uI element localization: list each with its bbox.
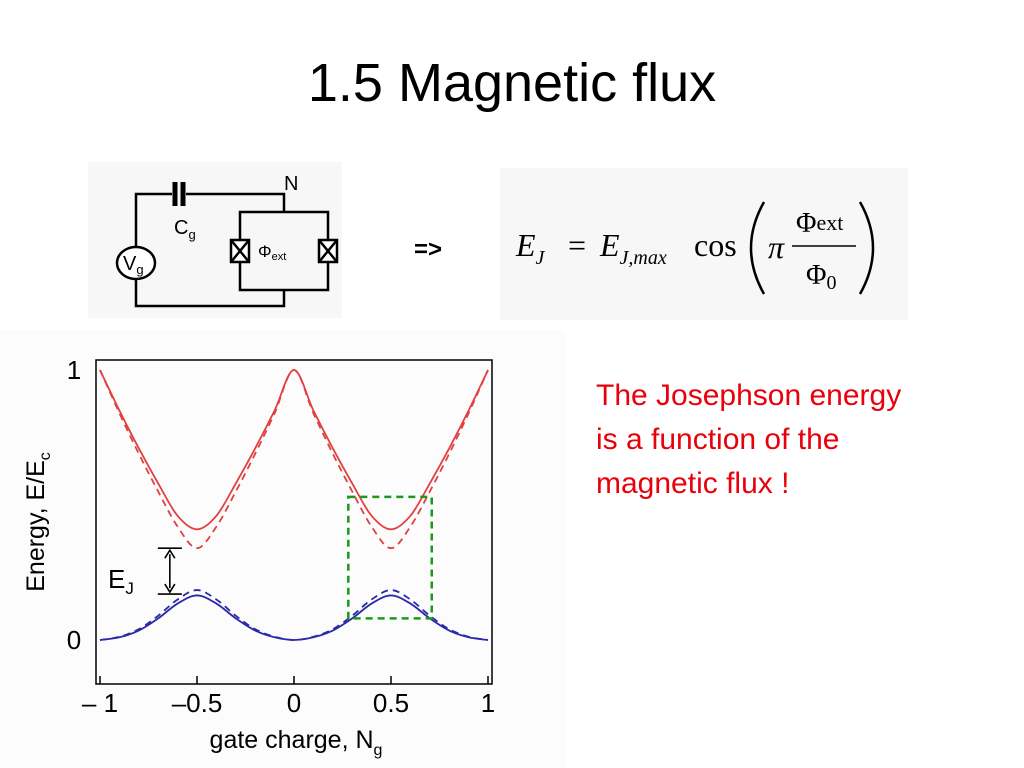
wire-top-left <box>134 192 172 252</box>
implies-arrow: => <box>414 236 443 263</box>
y-tick-label: 1 <box>67 355 81 385</box>
x-axis-label: gate charge, Ng <box>210 726 383 759</box>
x-tick-label: 1 <box>481 688 495 718</box>
x-tick-label: 0.5 <box>373 688 409 718</box>
formula-rhs: EJ,max <box>599 227 667 269</box>
slide-title: 1.5 Magnetic flux <box>307 53 717 113</box>
node-label: N <box>284 173 298 195</box>
formula-pi: π <box>768 229 785 265</box>
x-axis-ticks: – 1 –0.5 0 0.5 1 <box>82 676 495 718</box>
note-line: The Josephson energy <box>596 379 902 412</box>
capacitor-icon <box>172 182 186 206</box>
x-tick-label: 0 <box>287 688 301 718</box>
note-line: magnetic flux ! <box>596 467 790 500</box>
x-tick-label: –0.5 <box>172 688 223 718</box>
left-paren-icon <box>749 201 766 295</box>
ej-label: EJ <box>108 564 134 598</box>
series-line-upper-dashed <box>99 369 489 550</box>
note-text: The Josephson energy is a function of th… <box>596 374 1016 506</box>
formula-denominator: Φ0 <box>806 260 836 294</box>
ej-marker <box>157 547 182 595</box>
formula-numerator: Φext <box>796 208 843 239</box>
right-paren-icon <box>858 201 875 295</box>
series-line-lower-dashed <box>99 589 489 641</box>
series-layer <box>99 369 489 641</box>
series-line-upper-solid <box>99 369 489 531</box>
ej-arrow-down-icon <box>164 583 176 594</box>
formula-lhs: EJ <box>515 227 546 269</box>
formula-equals: = <box>568 227 586 263</box>
josephson-energy-formula: EJ = EJ,max cos π Φext Φ0 <box>500 168 908 320</box>
x-tick-label: – 1 <box>82 688 118 718</box>
ej-arrow-up-icon <box>164 548 176 559</box>
wire-bottom <box>134 274 286 308</box>
voltage-source-icon <box>115 245 157 281</box>
highlight-box <box>347 495 433 620</box>
y-axis-label: Energy, E/Ec <box>22 452 54 592</box>
capacitor-label: Cg <box>174 217 196 242</box>
y-tick-label: 0 <box>67 625 81 655</box>
josephson-junction-left-icon <box>229 238 251 264</box>
wire-top-right <box>186 192 286 212</box>
source-label: Vg <box>123 253 144 277</box>
formula-cos: cos <box>694 227 737 263</box>
note-line: is a function of the <box>596 423 840 456</box>
josephson-junction-right-icon <box>317 238 339 264</box>
y-axis-ticks: 01 <box>67 355 81 655</box>
circuit-diagram: Vg Cg N Φext <box>88 162 342 318</box>
flux-label: Φext <box>258 242 286 263</box>
